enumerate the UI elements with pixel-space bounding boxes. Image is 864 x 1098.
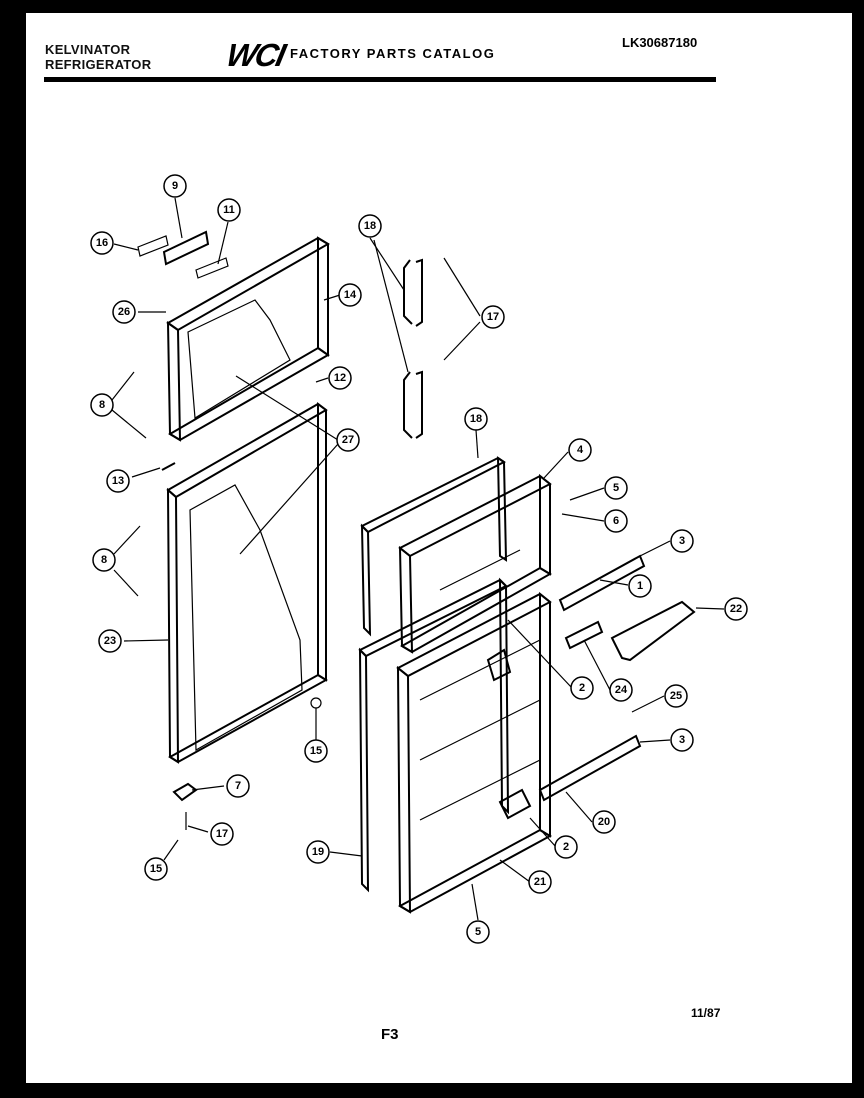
brand-name: KELVINATOR xyxy=(45,42,131,57)
callout-16: 16 xyxy=(90,231,114,255)
callout-4: 4 xyxy=(568,438,592,462)
callout-15b: 15 xyxy=(144,857,168,881)
callout-label: 27 xyxy=(342,434,354,446)
callout-label: 16 xyxy=(96,237,108,249)
callout-15: 15 xyxy=(304,739,328,763)
callout-label: 13 xyxy=(112,475,124,487)
door-handles xyxy=(403,258,423,439)
callout-2b: 2 xyxy=(554,835,578,859)
callout-label: 9 xyxy=(172,180,178,192)
callout-12: 12 xyxy=(328,366,352,390)
door-rails xyxy=(486,554,696,820)
callout-22: 22 xyxy=(724,597,748,621)
callout-18b: 18 xyxy=(464,407,488,431)
callout-14: 14 xyxy=(338,283,362,307)
callout-8: 8 xyxy=(90,393,114,417)
callout-label: 8 xyxy=(99,399,105,411)
product-type: REFRIGERATOR xyxy=(45,57,152,72)
model-number: LK30687180 xyxy=(622,35,698,50)
callout-label: 3 xyxy=(679,734,685,746)
callout-9: 9 xyxy=(163,174,187,198)
callout-label: 19 xyxy=(312,846,324,858)
callout-label: 7 xyxy=(235,780,241,792)
callout-label: 12 xyxy=(334,372,346,384)
callout-8b: 8 xyxy=(92,548,116,572)
callout-label: 2 xyxy=(579,682,585,694)
header-rule xyxy=(44,77,716,82)
page-code: F3 xyxy=(381,1026,399,1043)
callout-label: 6 xyxy=(613,515,619,527)
callout-label: 2 xyxy=(563,841,569,853)
callout-25: 25 xyxy=(664,684,688,708)
catalog-title: FACTORY PARTS CATALOG xyxy=(290,46,496,61)
callout-23: 23 xyxy=(98,629,122,653)
callout-26: 26 xyxy=(112,300,136,324)
callout-17b: 17 xyxy=(481,305,505,329)
fresh-food-inner-liner xyxy=(358,577,553,914)
freezer-door xyxy=(166,236,330,442)
callout-label: 22 xyxy=(730,603,742,615)
callout-label: 24 xyxy=(615,684,628,696)
callout-1: 1 xyxy=(628,574,652,598)
callout-18: 18 xyxy=(358,214,382,238)
fresh-food-door xyxy=(166,402,328,764)
callout-label: 15 xyxy=(310,745,322,757)
callout-label: 14 xyxy=(344,289,357,301)
callout-27: 27 xyxy=(336,428,360,452)
callout-3: 3 xyxy=(670,529,694,553)
callout-7: 7 xyxy=(226,774,250,798)
callout-label: 15 xyxy=(150,863,162,875)
callout-label: 26 xyxy=(118,306,130,318)
callout-label: 8 xyxy=(101,554,107,566)
callout-label: 23 xyxy=(104,635,116,647)
parts-sheet xyxy=(26,13,852,1083)
callout-6: 6 xyxy=(604,509,628,533)
leader-lines xyxy=(111,197,725,921)
callout-label: 18 xyxy=(470,413,482,425)
callout-19: 19 xyxy=(306,840,330,864)
callout-5: 5 xyxy=(604,476,628,500)
callout-label: 17 xyxy=(216,828,228,840)
callout-label: 3 xyxy=(679,535,685,547)
callout-label: 11 xyxy=(223,204,235,216)
callout-2: 2 xyxy=(570,676,594,700)
callout-21: 21 xyxy=(528,870,552,894)
callout-label: 5 xyxy=(613,482,619,494)
callout-label: 17 xyxy=(487,311,499,323)
callout-3b: 3 xyxy=(670,728,694,752)
callout-24: 24 xyxy=(609,678,633,702)
callout-20: 20 xyxy=(592,810,616,834)
callout-label: 1 xyxy=(637,580,643,592)
callout-label: 20 xyxy=(598,816,610,828)
callout-5b: 5 xyxy=(466,920,490,944)
nameplate-parts xyxy=(137,230,229,279)
callout-13: 13 xyxy=(106,469,130,493)
callout-label: 21 xyxy=(534,876,546,888)
callout-17: 17 xyxy=(210,822,234,846)
catalog-date: 11/87 xyxy=(691,1006,721,1020)
callout-label: 25 xyxy=(670,690,682,702)
freezer-inner-liner xyxy=(360,456,552,654)
callout-label: 4 xyxy=(577,444,584,456)
callout-11: 11 xyxy=(217,198,241,222)
callout-label: 18 xyxy=(364,220,376,232)
callout-label: 5 xyxy=(475,926,481,938)
